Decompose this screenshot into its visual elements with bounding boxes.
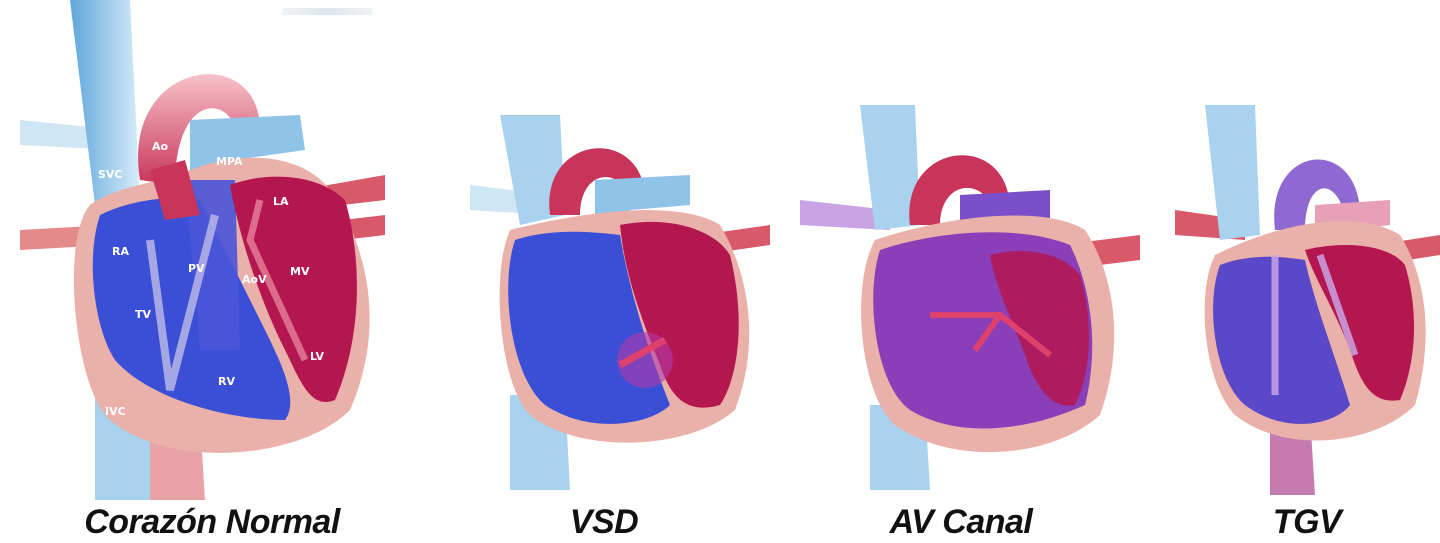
- heart-panel-tgv: [1175, 105, 1440, 495]
- heart-panel-vsd: [470, 115, 770, 490]
- label-mv: MV: [290, 265, 310, 278]
- label-ra: RA: [112, 245, 129, 258]
- label-rv: RV: [218, 375, 235, 388]
- label-lv: LV: [310, 350, 324, 363]
- avcanal-heart-illustration: [800, 105, 1140, 490]
- normal-heart-illustration: SVC Ao MPA LA RA PV AoV MV TV LV RV IVC: [0, 0, 390, 500]
- label-mpa: MPA: [216, 155, 243, 168]
- vsd-heart-illustration: [470, 115, 770, 490]
- tgv-heart-illustration: [1175, 105, 1440, 495]
- heart-panel-normal: SVC Ao MPA LA RA PV AoV MV TV LV RV IVC: [0, 0, 390, 500]
- label-la: LA: [273, 195, 289, 208]
- caption-vsd: VSD: [570, 503, 638, 542]
- heart-panel-avcanal: [800, 105, 1140, 490]
- label-ao: Ao: [152, 140, 169, 153]
- caption-avcanal: AV Canal: [890, 503, 1033, 542]
- label-aov: AoV: [242, 273, 267, 286]
- label-ivc: IVC: [105, 405, 126, 418]
- label-svc: SVC: [98, 168, 123, 181]
- caption-normal: Corazón Normal: [84, 503, 340, 542]
- caption-tgv: TGV: [1273, 503, 1341, 542]
- label-tv: TV: [135, 308, 152, 321]
- label-pv: PV: [188, 262, 205, 275]
